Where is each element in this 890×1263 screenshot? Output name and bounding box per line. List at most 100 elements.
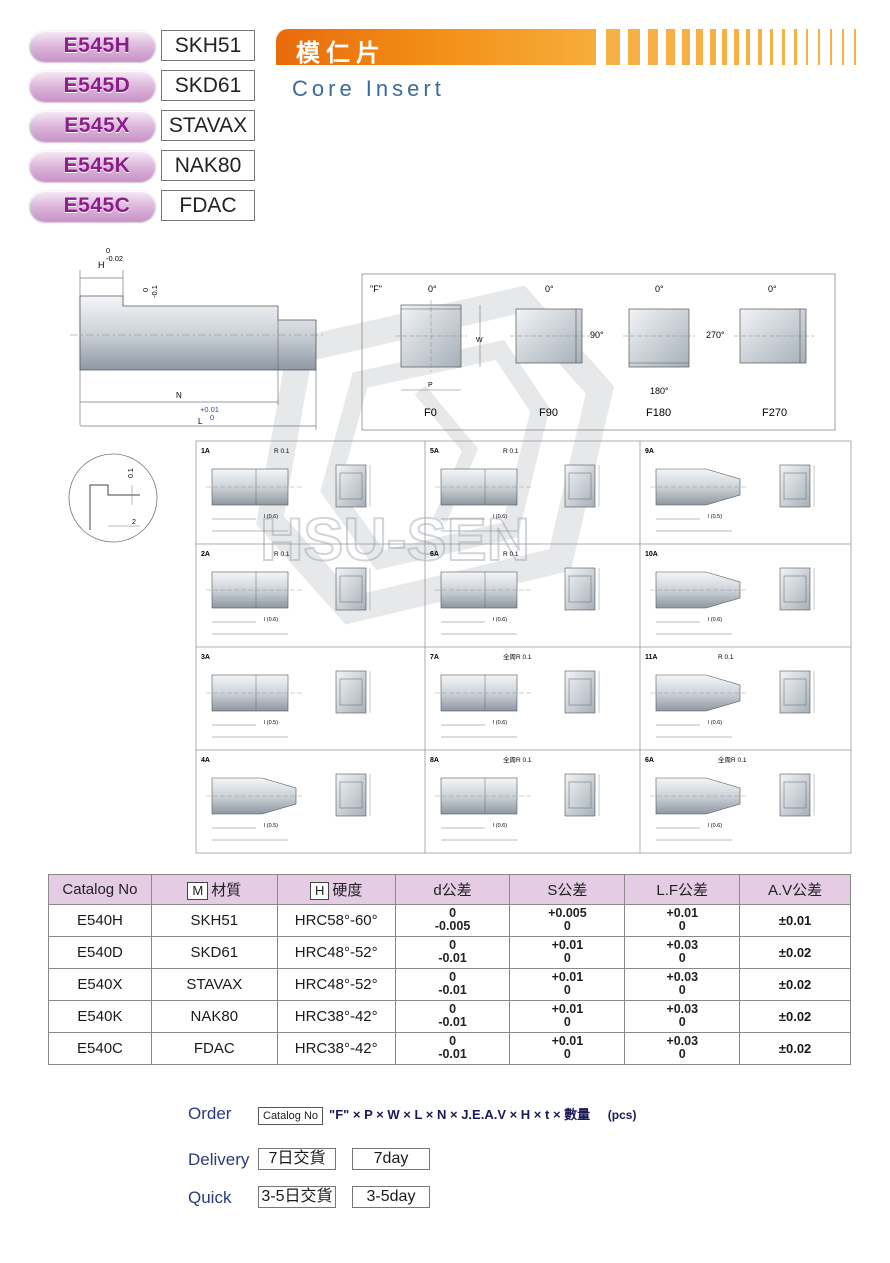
delivery-label: Delivery <box>188 1150 250 1169</box>
title-stripe <box>842 29 844 65</box>
cell-end-view <box>564 567 596 611</box>
cell-av-tol: ±0.02 <box>739 1032 851 1065</box>
cell-radius: R 0.1 <box>718 654 734 661</box>
f180-angle: 0° <box>655 284 664 294</box>
f270-angle: 0° <box>768 284 777 294</box>
tol-lower: -0.01 <box>438 1047 467 1061</box>
tol-upper: +0.03 <box>666 1034 699 1048</box>
cell-id: 11A <box>645 654 657 661</box>
title-stripe <box>666 29 675 65</box>
title-stripe <box>794 29 797 65</box>
cell-side-body <box>655 571 741 609</box>
l-tol-lower: 0 <box>210 413 214 422</box>
f90-rotation: 90° <box>590 330 604 340</box>
title-stripe <box>710 29 716 65</box>
order-formula: "F" × P × W × L × N × J.E.A.V × H × t × … <box>329 1107 591 1122</box>
product-material: FDAC <box>161 190 255 221</box>
title-stripe <box>818 29 820 65</box>
tol-upper: +0.01 <box>551 1002 584 1016</box>
code-pill <box>30 151 155 181</box>
cell-av-tol: ±0.01 <box>739 904 851 937</box>
cell-av-tol: ±0.02 <box>739 968 851 1001</box>
title-stripe <box>648 29 658 65</box>
tol-upper: 0 <box>449 1034 457 1048</box>
page-subtitle: Core Insert <box>292 76 445 101</box>
cell-id: 5A <box>430 448 439 455</box>
title-stripe <box>854 29 856 65</box>
title-stripe <box>628 29 640 65</box>
cell-end-inner <box>783 472 807 500</box>
cell-l-label: l (0.6) <box>708 617 722 623</box>
cell-l-label: l (0.6) <box>493 720 507 726</box>
tol-lower: -0.01 <box>438 951 467 965</box>
product-code: E545D <box>63 74 131 97</box>
title-stripe <box>806 29 808 65</box>
tol-lower: 0 <box>563 919 571 933</box>
tol-upper: +0.03 <box>666 938 699 952</box>
cell-l-label: l (0.6) <box>493 823 507 829</box>
tol-upper: +0.01 <box>666 906 699 920</box>
quick-cn-box: 3-5日交貨 <box>258 1186 336 1208</box>
cell-id: 2A <box>201 551 210 558</box>
title-stripe <box>758 29 762 65</box>
cell-av-tol: ±0.02 <box>739 1000 851 1033</box>
cell-end-inner <box>339 575 363 603</box>
cell-hardness: HRC58°-60° <box>276 904 396 937</box>
cell-catalog: E540H <box>48 904 152 937</box>
tol-lower: -0.01 <box>438 1015 467 1029</box>
cell-hardness: HRC48°-52° <box>276 968 396 1001</box>
cell-end-view <box>335 567 367 611</box>
f0-w-label: W <box>476 337 483 344</box>
product-row: E545D SKD61 <box>30 68 260 108</box>
tol-lower: 0 <box>563 951 571 965</box>
cell-catalog: E540X <box>48 968 152 1001</box>
tol-upper: +0.005 <box>548 906 587 920</box>
cell-l-label: l (0.6) <box>493 617 507 623</box>
f-orientation-panel: "F" 0° W P F0 0° 90° F90 0° 180° F180 0°… <box>361 273 836 431</box>
tol-lower: 0 <box>678 1047 686 1061</box>
cell-id: 6A <box>645 757 654 764</box>
title-stripe <box>782 29 785 65</box>
tol-upper: 0 <box>449 970 457 984</box>
order-catalog-box: Catalog No <box>258 1107 324 1125</box>
cell-end-inner <box>339 781 363 809</box>
title-stripe <box>606 29 620 65</box>
order-unit: (pcs) <box>607 1108 637 1122</box>
tol-lower: 0 <box>678 983 686 997</box>
cell-l-label: l (0.6) <box>493 514 507 520</box>
cell-end-view <box>779 773 811 817</box>
tol-lower: -0.005 <box>434 919 471 933</box>
col-av-tol: A.V公差 <box>739 874 851 905</box>
cell-end-view <box>335 464 367 508</box>
product-code: E545H <box>63 34 131 57</box>
cell-radius: 全周R 0.1 <box>503 652 532 661</box>
f270-name: F270 <box>762 407 787 419</box>
cell-end-view <box>564 464 596 508</box>
f0-angle: 0° <box>428 284 437 294</box>
tol-lower: 0 <box>563 983 571 997</box>
cell-d-tol: 0-0.005 <box>394 904 511 937</box>
col-s-tol: S公差 <box>509 874 626 905</box>
cell-hardness: HRC48°-52° <box>276 936 396 969</box>
cell-d-tol: 0-0.01 <box>394 1032 511 1065</box>
cell-side-body <box>655 674 741 712</box>
product-material: SKH51 <box>161 30 255 61</box>
detail-dim-1: 0.1 <box>128 468 135 478</box>
f180-name: F180 <box>646 407 671 419</box>
cell-d-tol: 0-0.01 <box>394 1000 511 1033</box>
f0-name: F0 <box>424 407 437 419</box>
cell-side-body <box>655 468 741 506</box>
cell-end-inner <box>339 678 363 706</box>
cell-radius: R 0.1 <box>274 551 290 558</box>
main-side-view: H 0 -0.02 0 -0.1 N L +0.01 0 <box>70 246 326 430</box>
tol-upper: +0.01 <box>551 970 584 984</box>
